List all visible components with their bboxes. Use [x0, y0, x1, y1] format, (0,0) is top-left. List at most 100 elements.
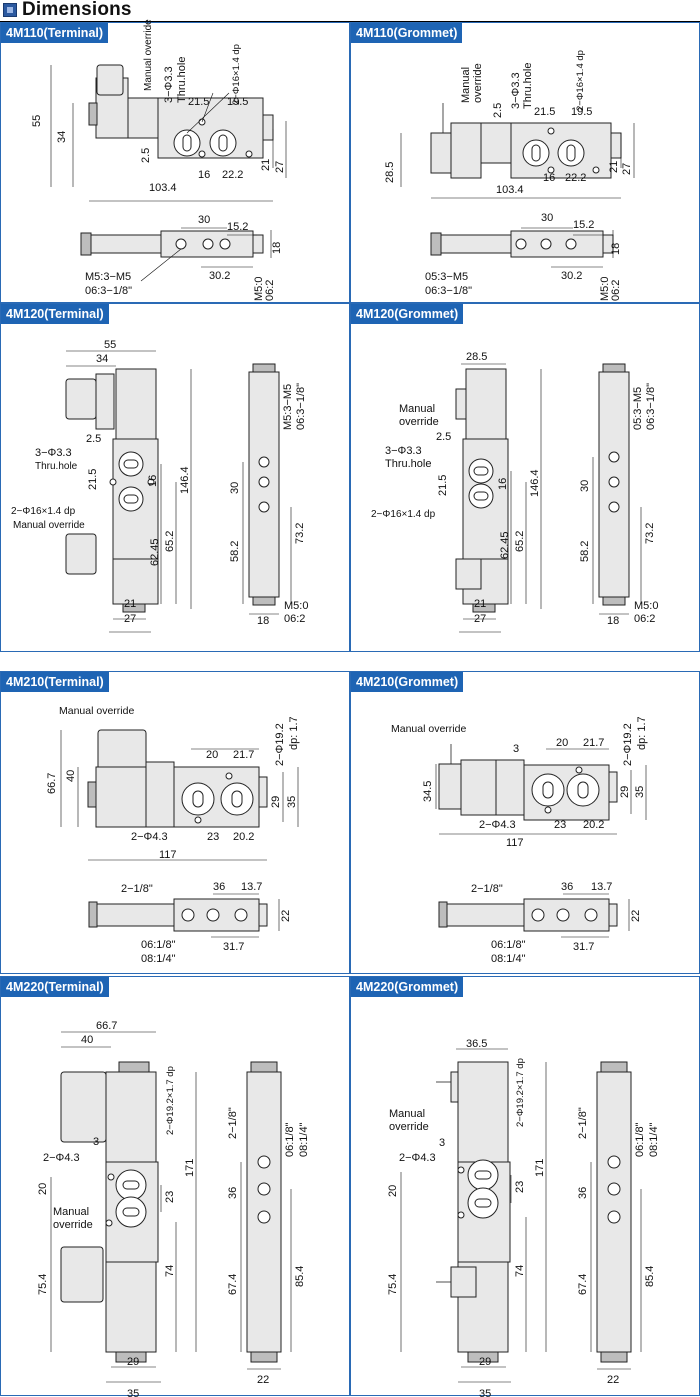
panel-4m120-grommet: 4M120(Grommet) 28.5 Manual override 2.5 … [350, 303, 700, 652]
dimension-label: 73.2 [294, 523, 306, 544]
dimension-label: 3 [513, 743, 519, 755]
dimension-label: dp: 1.7 [636, 716, 648, 750]
dimension-label: 16 [543, 172, 555, 184]
port-slot [218, 134, 228, 152]
port-hole [584, 908, 598, 922]
panel-tag: 4M220(Terminal) [1, 977, 109, 997]
dimension-label: 06:3−1/8" [645, 383, 657, 430]
dimension-label: 2−Φ19.2 [622, 723, 634, 766]
dimension-label: 2−Φ16×1.4 dp [575, 50, 586, 111]
valve-part [60, 1071, 107, 1143]
dimension-label: Manual [460, 67, 472, 103]
dimension-label: 21 [474, 598, 486, 610]
port-hole [607, 1210, 621, 1224]
dimension-label: 29 [270, 796, 282, 808]
dimension-label: 2−Φ19.2 [274, 723, 286, 766]
dimension-label: 21 [260, 159, 272, 171]
dimension-label: 2−Φ16×1.4 dp [231, 44, 242, 105]
dimension-label: 58.2 [229, 541, 241, 562]
valve-part [577, 781, 589, 799]
dimension-label: 30.2 [561, 270, 582, 282]
dimension-label: 19.5 [227, 96, 248, 108]
dimension-label: Manual [53, 1206, 89, 1218]
dimension-label: 23 [514, 1181, 526, 1193]
dimension-label: 30 [579, 480, 591, 492]
dimension-label: M5:0 [634, 600, 658, 612]
valve-part [258, 903, 268, 927]
dimension-label: 29 [127, 1356, 139, 1368]
panel-tag: 4M210(Grommet) [351, 672, 464, 692]
dimension-line [140, 248, 182, 282]
port-hole [109, 478, 117, 486]
valve-part [450, 1266, 477, 1298]
port-hole [575, 766, 583, 774]
dimension-label: 35 [127, 1388, 139, 1397]
dimension-label: Thru.hole [522, 63, 534, 109]
dimension-label: 06:2 [610, 280, 622, 301]
dimension-label: 06:3−1/8" [85, 285, 132, 297]
valve-part [60, 1246, 104, 1303]
dimension-label: 2.5 [140, 148, 152, 163]
dimension-label: 2.5 [436, 431, 451, 443]
dimension-label: 22 [607, 1374, 619, 1386]
dimension-label: 31.7 [223, 941, 244, 953]
port-hole [257, 1210, 271, 1224]
dimension-label: Manual [389, 1108, 425, 1120]
valve-part [473, 491, 489, 501]
drawing-4m220-grommet: 36.5 2−Φ19.2×1.7 dp Manual override 3 2−… [387, 1038, 660, 1397]
valve-part [460, 759, 497, 816]
dimension-label: 62.45 [149, 538, 161, 566]
dimension-label: 171 [534, 1159, 546, 1177]
end-cap [610, 132, 622, 159]
dimension-label: 15.2 [227, 221, 248, 233]
port-hole [608, 501, 620, 513]
dimension-label: 21.5 [534, 106, 555, 118]
dimension-label: 3−Φ3.3 [35, 447, 72, 459]
valve-part [123, 459, 139, 469]
dimension-label: 20 [37, 1183, 49, 1195]
valve-part [115, 368, 157, 440]
dimension-label: 20.2 [583, 819, 604, 831]
dimension-label: 18 [271, 242, 283, 254]
dimension-label: 85.4 [644, 1266, 656, 1287]
valve-part [542, 781, 554, 799]
panel-tag: 4M220(Grommet) [351, 977, 464, 997]
port-hole [257, 1155, 271, 1169]
valve-part [600, 1351, 628, 1363]
dimension-label: 75.4 [37, 1274, 49, 1295]
dimension-line [201, 92, 214, 123]
dimension-label: 08:1/4" [298, 1122, 310, 1157]
dimension-label: 22 [280, 910, 292, 922]
port-hole [258, 501, 270, 513]
dimension-label: 35 [286, 796, 298, 808]
dimension-label: 2−Φ4.3 [131, 831, 168, 843]
dimension-label: 27 [621, 163, 633, 175]
valve-part [246, 1071, 282, 1353]
dimension-label: 28.5 [384, 162, 396, 183]
valve-part [105, 1071, 157, 1163]
dimension-label: override [53, 1219, 93, 1231]
valve-part [566, 144, 576, 162]
dimension-label: 06:1/8" [634, 1122, 646, 1157]
dimension-label: 05:3−M5 [632, 387, 644, 430]
dimension-label: 27 [474, 613, 486, 625]
valve-part [95, 766, 147, 828]
dimension-label: 117 [506, 837, 524, 849]
dimension-label: 40 [81, 1034, 93, 1046]
port-hole [547, 166, 555, 174]
port-hole [547, 127, 555, 135]
dimension-label: 146.4 [529, 469, 541, 497]
dimension-label: 06:1/8" [491, 939, 526, 951]
valve-part [122, 1180, 140, 1190]
valve-part [252, 363, 276, 373]
panel-4m110-grommet: 4M110(Grommet) 28.5 Manual override 2.5 … [350, 22, 700, 303]
dimension-label: Thru.hole [35, 461, 78, 472]
port-hole [515, 238, 527, 250]
dimension-label: 62.45 [499, 531, 511, 559]
dimension-label: M5:3−M5 [85, 271, 131, 283]
dimension-label: 13.7 [241, 881, 262, 893]
pilot-block [127, 97, 159, 139]
valve-part [105, 1261, 157, 1353]
dimension-label: 22 [257, 1374, 269, 1386]
port-hole [175, 238, 187, 250]
